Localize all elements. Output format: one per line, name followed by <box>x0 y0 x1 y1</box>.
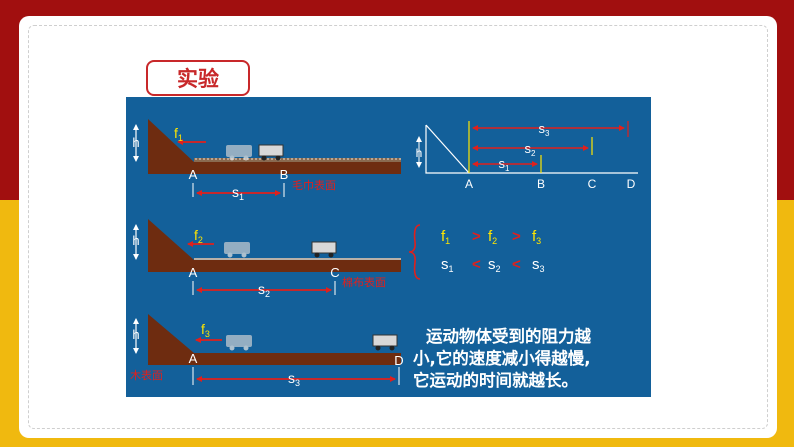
point-a-3: A <box>189 351 198 366</box>
ramp-1 <box>148 119 401 174</box>
height-label-3: h <box>132 327 139 342</box>
point-a-1: A <box>189 167 198 182</box>
point-c-2: C <box>330 265 339 280</box>
compare-op-lt-1: < <box>472 256 481 273</box>
conclusion-line-2: 小,它的速度减小得越慢, <box>413 348 591 368</box>
compare-op-gt-2: > <box>512 228 521 245</box>
compare-s3: s3 <box>532 256 545 274</box>
row-wood: h f3 A D s3 木表面 <box>130 314 404 388</box>
compare-op-gt-1: > <box>472 228 481 245</box>
card-dashed-border <box>28 25 768 429</box>
force-label-2: f2 <box>194 227 203 245</box>
compare-f3: f3 <box>532 228 541 246</box>
force-label-3: f3 <box>201 321 210 339</box>
compare-f1: f1 <box>441 228 450 246</box>
conclusion-line-3: 它运动的时间就越长。 <box>413 370 578 390</box>
surface-label-cotton: 棉布表面 <box>342 275 386 289</box>
compare-s1: s1 <box>441 256 454 274</box>
cart-3 <box>372 334 398 351</box>
conclusion-text: 运动物体受到的阻力越 小,它的速度减小得越慢, 它运动的时间就越长。 <box>413 326 592 390</box>
row-towel: h f1 A B s1 毛巾表面 <box>132 119 401 202</box>
summary-point-c: C <box>588 177 597 191</box>
surface-label-wood: 木表面 <box>130 368 163 382</box>
distance-label-1: s1 <box>232 184 244 202</box>
experiment-panel: h f1 A B s1 毛巾表面 h f2 <box>126 97 651 397</box>
summary-point-a: A <box>465 177 473 191</box>
summary-diagram: h s3 s2 s1 A B C D <box>416 121 638 191</box>
point-d-3: D <box>394 353 403 368</box>
experiment-diagram: h f1 A B s1 毛巾表面 h f2 <box>126 97 651 397</box>
towel-surface <box>194 158 401 162</box>
force-label-1: f1 <box>174 125 183 143</box>
height-label-2: h <box>132 233 139 248</box>
distance-label-3: s3 <box>288 370 300 388</box>
distance-label-2: s2 <box>258 281 270 299</box>
summary-s3: s3 <box>539 121 551 138</box>
cart-1 <box>258 144 284 161</box>
cotton-surface <box>194 258 401 260</box>
summary-point-b: B <box>537 177 545 191</box>
compare-f2: f2 <box>488 228 497 246</box>
summary-height-label: h <box>416 146 423 160</box>
surface-label-towel: 毛巾表面 <box>292 178 336 192</box>
comparison-block: f1 > f2 > f3 s1 < s2 < s3 <box>408 224 545 280</box>
ramp-3 <box>148 314 401 365</box>
height-label-1: h <box>132 135 139 150</box>
row-cotton: h f2 A C s2 棉布表面 <box>132 219 401 299</box>
compare-op-lt-2: < <box>512 256 521 273</box>
experiment-title: 实验 <box>146 60 250 96</box>
summary-point-d: D <box>627 177 636 191</box>
conclusion-line-1: 运动物体受到的阻力越 <box>426 326 592 346</box>
ramp-2 <box>148 219 401 272</box>
summary-s2: s2 <box>525 141 537 158</box>
cart-moving-1 <box>226 145 252 161</box>
compare-s2: s2 <box>488 256 501 274</box>
summary-s1: s1 <box>499 156 511 173</box>
point-a-2: A <box>189 265 198 280</box>
point-b-1: B <box>280 167 289 182</box>
cart-2 <box>311 241 337 258</box>
brace-icon <box>408 224 421 280</box>
cart-moving-2 <box>224 242 250 258</box>
cart-moving-3 <box>226 335 252 351</box>
